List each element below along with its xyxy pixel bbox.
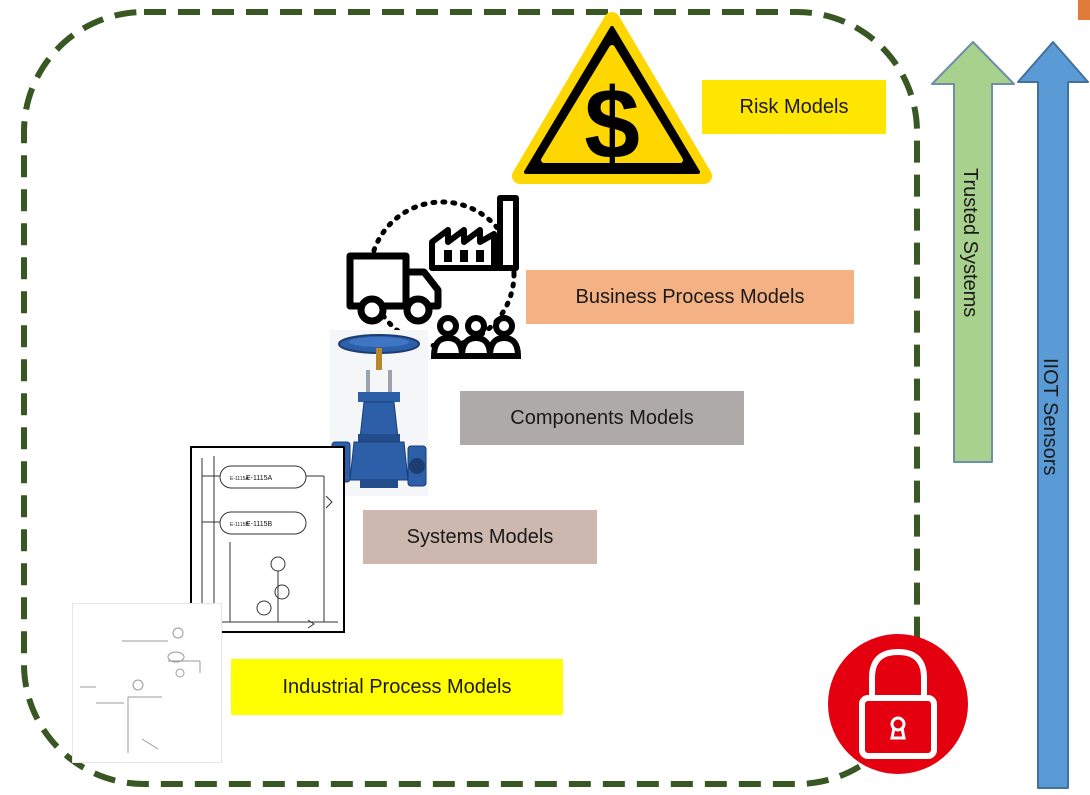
corner-accent — [1078, 0, 1090, 20]
industrial-process-models-label: Industrial Process Models — [231, 659, 563, 715]
components-models-label: Components Models — [460, 391, 744, 445]
iiot-sensors-arrow — [1017, 41, 1089, 789]
trusted-systems-label: Trusted Systems — [959, 168, 981, 318]
business-process-icon-group — [346, 195, 522, 359]
svg-text:E-1115A: E-1115A — [230, 476, 249, 482]
trusted-systems-arrow — [931, 41, 1015, 463]
industrial-process-sketch — [72, 603, 222, 763]
people-group-icon — [430, 315, 522, 359]
risk-models-label: Risk Models — [702, 80, 886, 134]
iiot-sensors-label: IIOT Sensors — [1039, 358, 1061, 476]
factory-icon — [429, 195, 519, 271]
dollar-symbol: $ — [584, 68, 640, 180]
exchanger-a-tag: E-1115A — [246, 475, 273, 482]
truck-icon — [346, 252, 442, 325]
svg-text:E-1115B: E-1115B — [230, 522, 249, 528]
business-process-models-label: Business Process Models — [526, 270, 854, 324]
pid-schematic-icon: E-1115A E-1115B E-1115A E-1115B — [190, 446, 345, 633]
dollar-warning-icon: $ — [512, 12, 712, 184]
lock-icon — [828, 634, 968, 774]
systems-models-label: Systems Models — [363, 510, 597, 564]
exchanger-b-tag: E-1115B — [246, 521, 273, 528]
